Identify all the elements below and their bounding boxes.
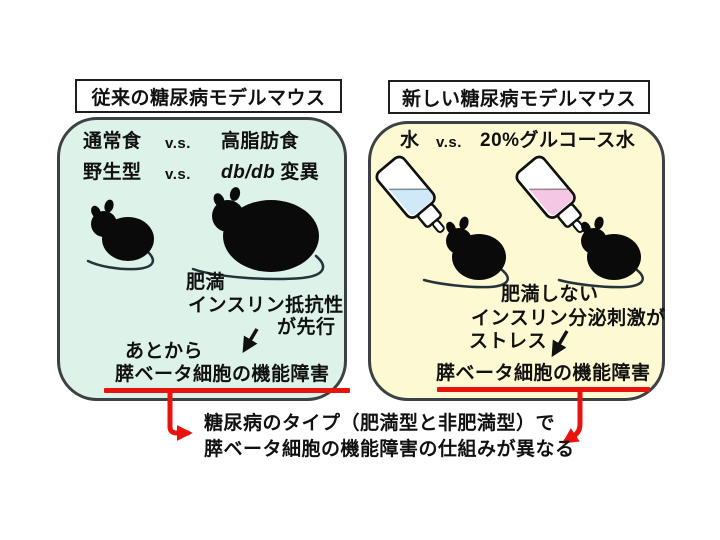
vs-label: v.s.: [165, 166, 191, 183]
genotype-wild-label: 野生型: [83, 162, 142, 183]
right-panel-title: 新しい糖尿病モデルマウス: [388, 80, 650, 114]
insulin-resistance-note: インスリン抵抗性: [188, 295, 344, 316]
water-label: 水: [400, 130, 420, 151]
diet-normal-label: 通常食: [83, 131, 142, 152]
mutation-label: 変異: [280, 162, 320, 183]
insulin-secretion-note: インスリン分泌刺激が: [471, 308, 666, 329]
dbdb-gene-label: db/db: [221, 162, 276, 183]
left-beta-cell-failure-label: 膵ベータ細胞の機能障害: [115, 364, 330, 385]
vs-label: v.s.: [436, 134, 462, 151]
conclusion-line2: 膵ベータ細胞の機能障害の仕組みが異なる: [204, 439, 575, 460]
new-model-panel: [368, 121, 665, 401]
no-obesity-note: 肥満しない: [501, 284, 599, 305]
right-beta-cell-failure-label: 膵ベータ細胞の機能障害: [436, 363, 651, 384]
vs-label: v.s.: [165, 135, 191, 152]
glucose-water-label: 20%グルコース水: [480, 130, 636, 151]
diet-highfat-label: 高脂肪食: [221, 131, 300, 152]
obesity-note: 肥満: [186, 272, 226, 293]
stress-note: ストレス: [469, 331, 548, 352]
precedes-note: が先行: [277, 317, 336, 338]
later-note: あとから: [125, 341, 204, 362]
left-panel-title: 従来の糖尿病モデルマウス: [75, 79, 342, 113]
conclusion-line1: 糖尿病のタイプ（肥満型と非肥満型）で: [204, 413, 556, 434]
